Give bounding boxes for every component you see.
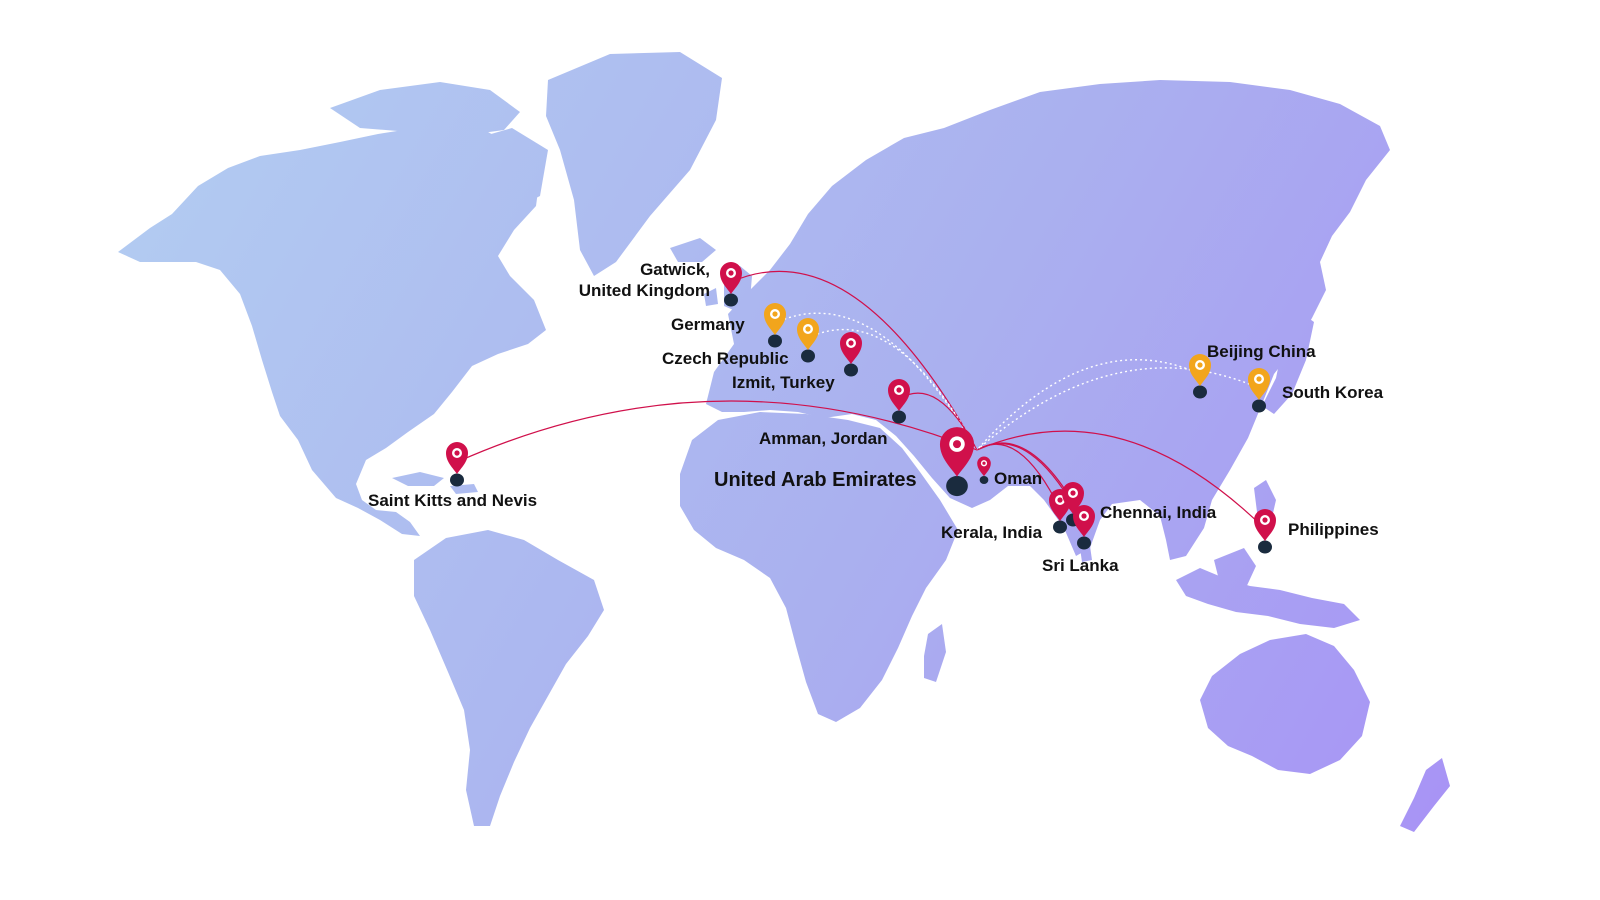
routes-group: [456, 270, 1266, 530]
pin-south-korea[interactable]: [1248, 368, 1270, 413]
pin-oman[interactable]: [977, 456, 991, 485]
pins-group: [446, 262, 1276, 554]
label-united-arab-emirates: United Arab Emirates: [714, 469, 917, 491]
map-pin-icon: [977, 456, 991, 477]
label-beijing-china: Beijing China: [1207, 342, 1316, 361]
pin-base: [946, 475, 968, 497]
new-zealand: [1400, 758, 1450, 832]
label-south-korea: South Korea: [1282, 383, 1384, 402]
arctic-islands: [330, 82, 520, 136]
label-gatwick: Gatwick,United Kingdom: [578, 260, 710, 300]
borneo: [1214, 548, 1256, 592]
pin-center: [952, 440, 962, 449]
continent-africa: [680, 412, 958, 722]
route-germany: [774, 312, 978, 451]
pin-beijing[interactable]: [1189, 354, 1211, 399]
pin-czech[interactable]: [797, 318, 819, 363]
landmass-group: [118, 52, 1450, 832]
southeast-asia-islands: [1176, 568, 1360, 628]
baffin-island: [470, 128, 548, 210]
pin-germany[interactable]: [764, 303, 786, 348]
pin-united-arab-emirates[interactable]: [939, 427, 975, 497]
iceland: [670, 238, 716, 262]
label-germany: Germany: [671, 315, 745, 334]
pin-center: [982, 461, 986, 465]
pin-center: [1081, 513, 1087, 519]
pin-base: [979, 475, 989, 485]
pin-center: [1070, 490, 1076, 496]
greenland: [546, 52, 722, 276]
pin-base: [801, 349, 815, 363]
pin-base: [724, 293, 738, 307]
continent-australia: [1200, 634, 1370, 774]
route-beijing: [976, 359, 1201, 451]
label-philippines: Philippines: [1288, 520, 1379, 539]
pin-base: [844, 363, 858, 377]
pin-gatwick[interactable]: [720, 262, 742, 307]
label-amman-jordan: Amman, Jordan: [759, 429, 888, 448]
japan: [1262, 312, 1314, 414]
pin-center: [896, 387, 902, 393]
label-kerala-india: Kerala, India: [941, 523, 1043, 542]
pin-center: [1197, 362, 1203, 368]
pin-saint-kitts[interactable]: [446, 442, 468, 487]
continent-south-america: [414, 530, 604, 826]
pin-center: [805, 326, 811, 332]
pin-center: [1057, 497, 1063, 503]
pin-philippines[interactable]: [1254, 509, 1276, 554]
pin-base: [450, 473, 464, 487]
label-saint-kitts-and-nevis: Saint Kitts and Nevis: [368, 491, 538, 510]
pin-amman[interactable]: [888, 379, 910, 424]
route-philippines: [976, 430, 1266, 530]
pin-center: [454, 450, 460, 456]
pin-sri-lanka[interactable]: [1073, 505, 1095, 550]
pin-center: [848, 340, 854, 346]
pin-base: [768, 334, 782, 348]
sri-lanka-island: [1080, 546, 1092, 562]
pin-base: [1252, 399, 1266, 413]
pin-center: [1256, 376, 1262, 382]
pin-base: [1077, 536, 1091, 550]
madagascar: [924, 624, 946, 682]
pin-chennai[interactable]: [1062, 482, 1084, 527]
route-gatwick: [730, 270, 978, 451]
route-saint-kitts: [456, 400, 978, 463]
map-pin-icon: [939, 427, 975, 477]
pin-base: [1258, 540, 1272, 554]
pin-izmit[interactable]: [840, 332, 862, 377]
pin-center: [772, 311, 778, 317]
scandinavia: [782, 186, 872, 292]
pin-base: [1193, 385, 1207, 399]
pin-center: [728, 270, 734, 276]
label-izmit-turkey: Izmit, Turkey: [732, 373, 835, 392]
continent-north-america: [118, 126, 546, 536]
caribbean-islands: [392, 472, 478, 494]
label-chennai-india: Chennai, India: [1100, 503, 1217, 522]
label-czech-republic: Czech Republic: [662, 349, 789, 368]
pin-base: [892, 410, 906, 424]
pin-base: [1053, 520, 1067, 534]
label-oman: Oman: [994, 469, 1043, 488]
continent-eurasia: [706, 80, 1390, 560]
label-sri-lanka: Sri Lanka: [1042, 556, 1119, 575]
pin-center: [1262, 517, 1268, 523]
